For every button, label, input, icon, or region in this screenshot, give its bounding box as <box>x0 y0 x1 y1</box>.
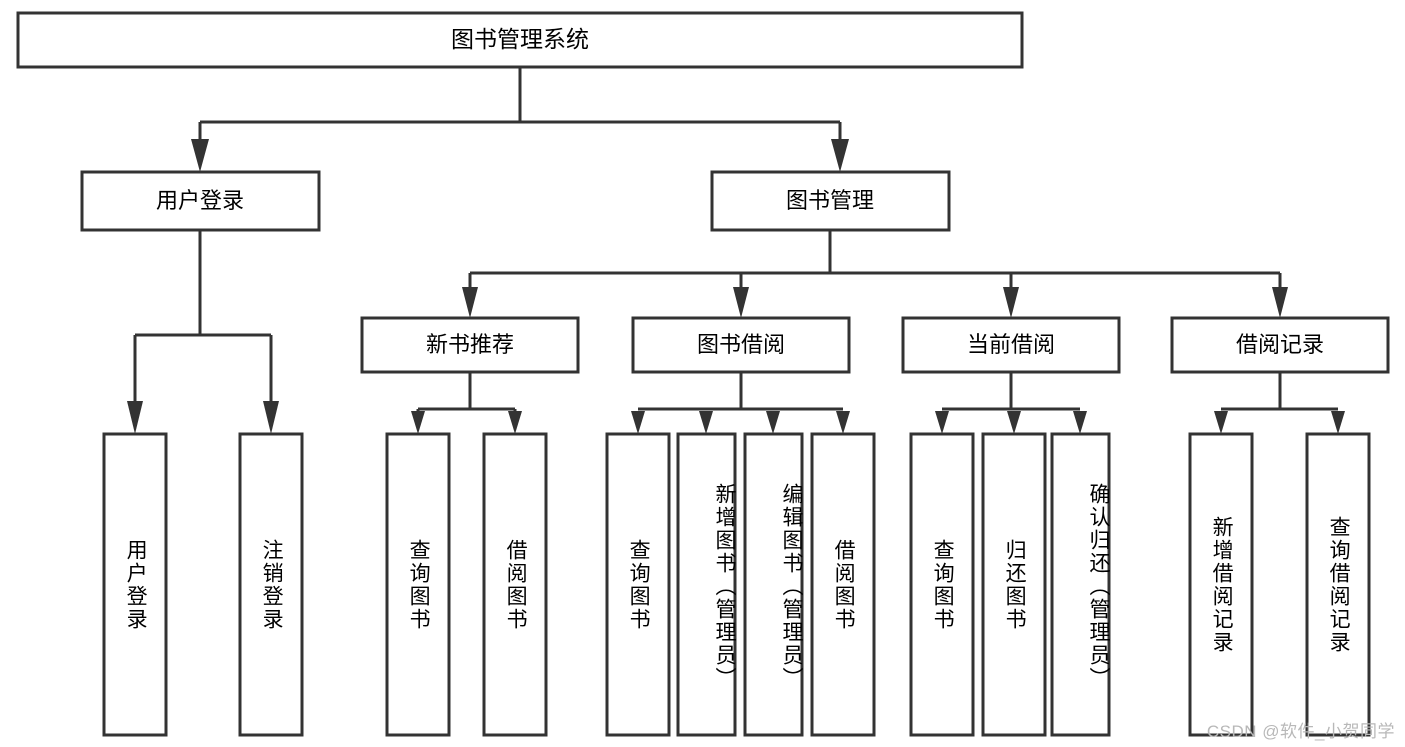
node-borrow-record-rect[interactable] <box>1170 316 1390 374</box>
arrow-head-cb-confirm <box>1073 411 1087 434</box>
node-cb-query-rect[interactable] <box>909 432 975 737</box>
arrow-head-bb-add <box>699 411 713 434</box>
node-borrow-record-label: 借阅记录 <box>1236 332 1324 357</box>
arrow-head-bb-edit <box>766 411 780 434</box>
arrow-head-bb-borrow <box>836 411 850 434</box>
node-bb-borrow-rect[interactable] <box>810 432 876 737</box>
node-current-borrow[interactable]: 当前借阅 <box>901 316 1121 374</box>
node-leaf-user-login-rect[interactable] <box>102 432 168 737</box>
arrow-head-br-query <box>1331 411 1345 434</box>
arrow-head-nbr-borrow <box>508 411 522 434</box>
edge-group-book-borrow <box>631 372 850 434</box>
arrow-head-cb-return <box>1007 411 1021 434</box>
node-book-manage-rect[interactable] <box>710 170 951 232</box>
node-br-add-rect[interactable] <box>1188 432 1254 737</box>
edge-group-borrow-record <box>1214 372 1345 434</box>
node-root[interactable]: 图书管理系统 <box>16 11 1024 69</box>
node-bb-query-rect[interactable] <box>605 432 671 737</box>
node-root-label: 图书管理系统 <box>451 26 589 52</box>
node-user-login-rect[interactable] <box>80 170 321 232</box>
edge-group-book-manage <box>462 230 1288 318</box>
node-nbr-borrow-rect[interactable] <box>482 432 548 737</box>
arrow-head-leaf-user-login <box>127 401 143 434</box>
arrow-head-nbr-query <box>411 411 425 434</box>
edge-group-user-login <box>127 230 279 434</box>
arrow-head-book-manage <box>831 139 849 172</box>
node-cb-return-rect[interactable] <box>981 432 1047 737</box>
arrow-head-cb-query <box>935 411 949 434</box>
leaf-rect-group <box>102 432 1371 737</box>
node-current-borrow-rect[interactable] <box>901 316 1121 374</box>
node-book-manage[interactable]: 图书管理 <box>710 170 951 232</box>
node-book-borrow[interactable]: 图书借阅 <box>631 316 851 374</box>
node-user-login-label: 用户登录 <box>156 188 244 213</box>
arrow-head-current-borrow <box>1003 287 1019 318</box>
edge-group-new-book-rec <box>411 372 522 434</box>
node-leaf-logout-rect[interactable] <box>238 432 304 737</box>
arrow-head-br-add <box>1214 411 1228 434</box>
arrow-head-book-borrow <box>733 287 749 318</box>
node-borrow-record[interactable]: 借阅记录 <box>1170 316 1390 374</box>
arrow-head-leaf-logout <box>263 401 279 434</box>
node-new-book-rec-rect[interactable] <box>360 316 580 374</box>
node-root-rect[interactable] <box>16 11 1024 69</box>
edge-group-root <box>191 67 849 172</box>
arrow-head-borrow-record <box>1272 287 1288 318</box>
arrow-head-bb-query <box>631 411 645 434</box>
node-book-borrow-rect[interactable] <box>631 316 851 374</box>
node-book-borrow-label: 图书借阅 <box>697 332 785 357</box>
node-book-manage-label: 图书管理 <box>786 188 874 213</box>
node-new-book-rec-label: 新书推荐 <box>426 332 514 357</box>
node-new-book-rec[interactable]: 新书推荐 <box>360 316 580 374</box>
node-current-borrow-label: 当前借阅 <box>967 332 1055 357</box>
node-br-query-rect[interactable] <box>1305 432 1371 737</box>
node-cb-confirm-rect[interactable] <box>1050 432 1111 737</box>
arrow-head-new-book-rec <box>462 287 478 318</box>
csdn-watermark: CSDN @软件_小贺同学 <box>1206 722 1395 741</box>
node-nbr-query-rect[interactable] <box>385 432 451 737</box>
edge-group-current-borrow <box>935 372 1087 434</box>
node-user-login[interactable]: 用户登录 <box>80 170 321 232</box>
arrow-head-user-login <box>191 139 209 172</box>
node-bb-add-rect[interactable] <box>676 432 737 737</box>
node-bb-edit-rect[interactable] <box>743 432 804 737</box>
